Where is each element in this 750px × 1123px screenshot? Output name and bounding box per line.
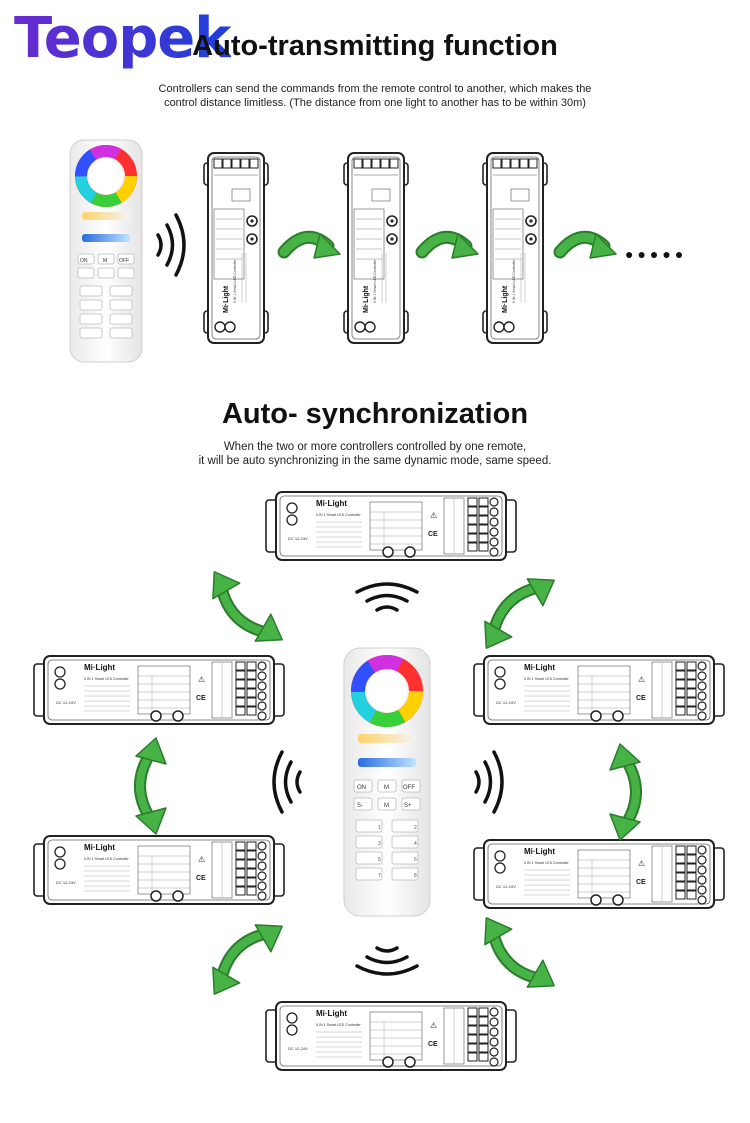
sync-arrow-bottom-right-icon (472, 911, 561, 1000)
sync-arrow-left-icon (136, 738, 166, 834)
zone-2-label: 2 (414, 825, 417, 831)
zone-5-label: 5 (378, 857, 381, 863)
remote-speed-up-label: S+ (404, 803, 412, 809)
section1-title: Auto-transmitting function (192, 30, 558, 62)
sync-controller-left-2 (33, 835, 285, 905)
signal-waves-top-icon (355, 582, 419, 612)
green-arrow-icon (560, 234, 616, 258)
sync-controller-left-1 (33, 655, 285, 725)
section1-desc-line1: Controllers can send the commands from t… (158, 83, 592, 95)
sync-arrow-bottom-left-icon (200, 912, 289, 1001)
section2-title: Auto- synchronization (221, 398, 529, 430)
sync-arrow-right-icon (610, 744, 640, 840)
signal-waves-left-icon (272, 750, 302, 814)
section2-desc-line2: it will be auto synchronizing in the sam… (198, 455, 552, 467)
controller-2 (343, 152, 409, 344)
remote-mode-label: M (384, 785, 389, 791)
sync-controller-right-2 (473, 839, 725, 909)
remote-control-center: ON M OFF S- M S+ 1 2 3 4 5 6 7 8 (343, 647, 431, 917)
remote1-off-label: OFF (119, 258, 129, 264)
sync-arrow-top-right-icon (472, 566, 561, 655)
remote-control-top: ON M OFF (69, 139, 143, 363)
signal-waves-icon (156, 213, 186, 277)
section1-desc-line2: control distance limitless. (The distanc… (164, 97, 586, 109)
remote-mode2-label: M (384, 803, 389, 809)
zone-8-label: 8 (414, 873, 417, 879)
sync-controller-bottom (265, 1001, 517, 1071)
zone-4-label: 4 (414, 841, 417, 847)
controller-1 (203, 152, 269, 344)
green-arrow-icon (422, 234, 478, 258)
controller-3 (482, 152, 548, 344)
zone-1-label: 1 (378, 825, 381, 831)
zone-3-label: 3 (378, 841, 381, 847)
remote-speed-down-label: S- (357, 803, 363, 809)
sync-arrow-top-left-icon (200, 565, 289, 654)
continuation-dots: ●●●●● (625, 246, 687, 262)
green-arrow-icon (284, 234, 340, 258)
section2-desc-line1: When the two or more controllers control… (223, 441, 527, 453)
remote1-on-label: ON (80, 258, 88, 264)
zone-7-label: 7 (378, 873, 381, 879)
remote-off-label: OFF (403, 785, 415, 791)
remote-on-label: ON (357, 785, 366, 791)
signal-waves-bottom-icon (355, 946, 419, 976)
sync-controller-top (265, 491, 517, 561)
brand-logo: Teopek (14, 4, 232, 74)
sync-controller-right-1 (473, 655, 725, 725)
zone-6-label: 6 (414, 857, 417, 863)
remote1-mode-label: M (103, 258, 107, 264)
signal-waves-right-icon (474, 750, 504, 814)
